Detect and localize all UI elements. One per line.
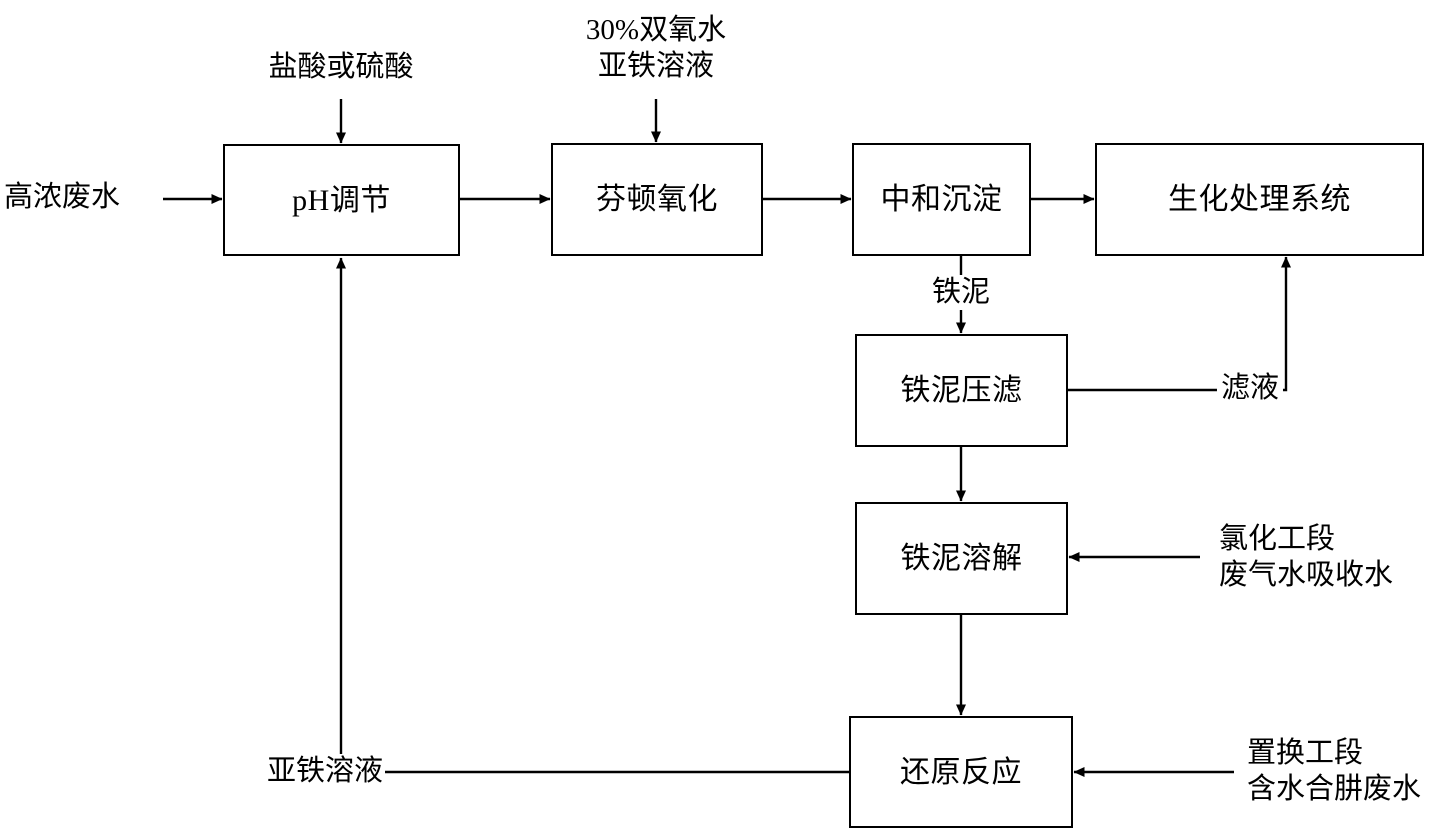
label-peroxide-feed: 30%双氧水 亚铁溶液 [586, 12, 726, 85]
node-fenton-oxidation-label: 芬顿氧化 [596, 183, 718, 216]
label-peroxide-feed-line2: 亚铁溶液 [597, 50, 715, 83]
node-ph-adjustment-label: pH调节 [292, 183, 391, 217]
label-influent: 高浓废水 [4, 180, 120, 215]
node-iron-sludge-dissolution-label: 铁泥溶解 [900, 542, 1023, 575]
label-displacement-section: 置换工段 含水合肼废水 [1247, 735, 1421, 808]
label-peroxide-feed-line1: 30%双氧水 [585, 14, 727, 46]
node-fenton-oxidation[interactable]: 芬顿氧化 [551, 143, 763, 256]
node-iron-sludge-filter-press-label: 铁泥压滤 [900, 374, 1023, 407]
node-neutralization-precipitation-label: 中和沉淀 [880, 183, 1003, 216]
node-neutralization-precipitation[interactable]: 中和沉淀 [852, 143, 1031, 256]
label-filtrate-text: 滤液 [1220, 372, 1279, 404]
label-displacement-section-line2: 含水合肼废水 [1247, 773, 1422, 806]
label-displacement-section-line1: 置换工段 [1247, 737, 1364, 769]
node-iron-sludge-dissolution[interactable]: 铁泥溶解 [855, 502, 1068, 615]
label-ferrous-solution-return-text: 亚铁溶液 [267, 755, 384, 787]
node-biochemical-treatment-system[interactable]: 生化处理系统 [1095, 143, 1424, 256]
node-biochemical-treatment-system-label: 生化处理系统 [1168, 183, 1351, 216]
label-chlorination-section-line2: 废气水吸收水 [1219, 559, 1394, 592]
label-iron-sludge: 铁泥 [925, 275, 997, 311]
label-ferrous-solution-return: 亚铁溶液 [265, 754, 386, 790]
label-iron-sludge-text: 铁泥 [931, 276, 991, 308]
label-acid-feed-text: 盐酸或硫酸 [268, 51, 414, 83]
node-reduction-reaction[interactable]: 还原反应 [849, 716, 1073, 828]
label-acid-feed: 盐酸或硫酸 [268, 50, 413, 85]
node-iron-sludge-filter-press[interactable]: 铁泥压滤 [855, 334, 1068, 447]
label-filtrate: 滤液 [1216, 371, 1283, 407]
node-reduction-reaction-label: 还原反应 [900, 755, 1022, 789]
label-influent-text: 高浓废水 [4, 181, 121, 213]
node-ph-adjustment[interactable]: pH调节 [223, 144, 460, 256]
label-chlorination-section: 氯化工段 废气水吸收水 [1219, 521, 1393, 594]
label-chlorination-section-line1: 氯化工段 [1219, 523, 1336, 555]
edge-reduce-to-ph [336, 257, 849, 774]
